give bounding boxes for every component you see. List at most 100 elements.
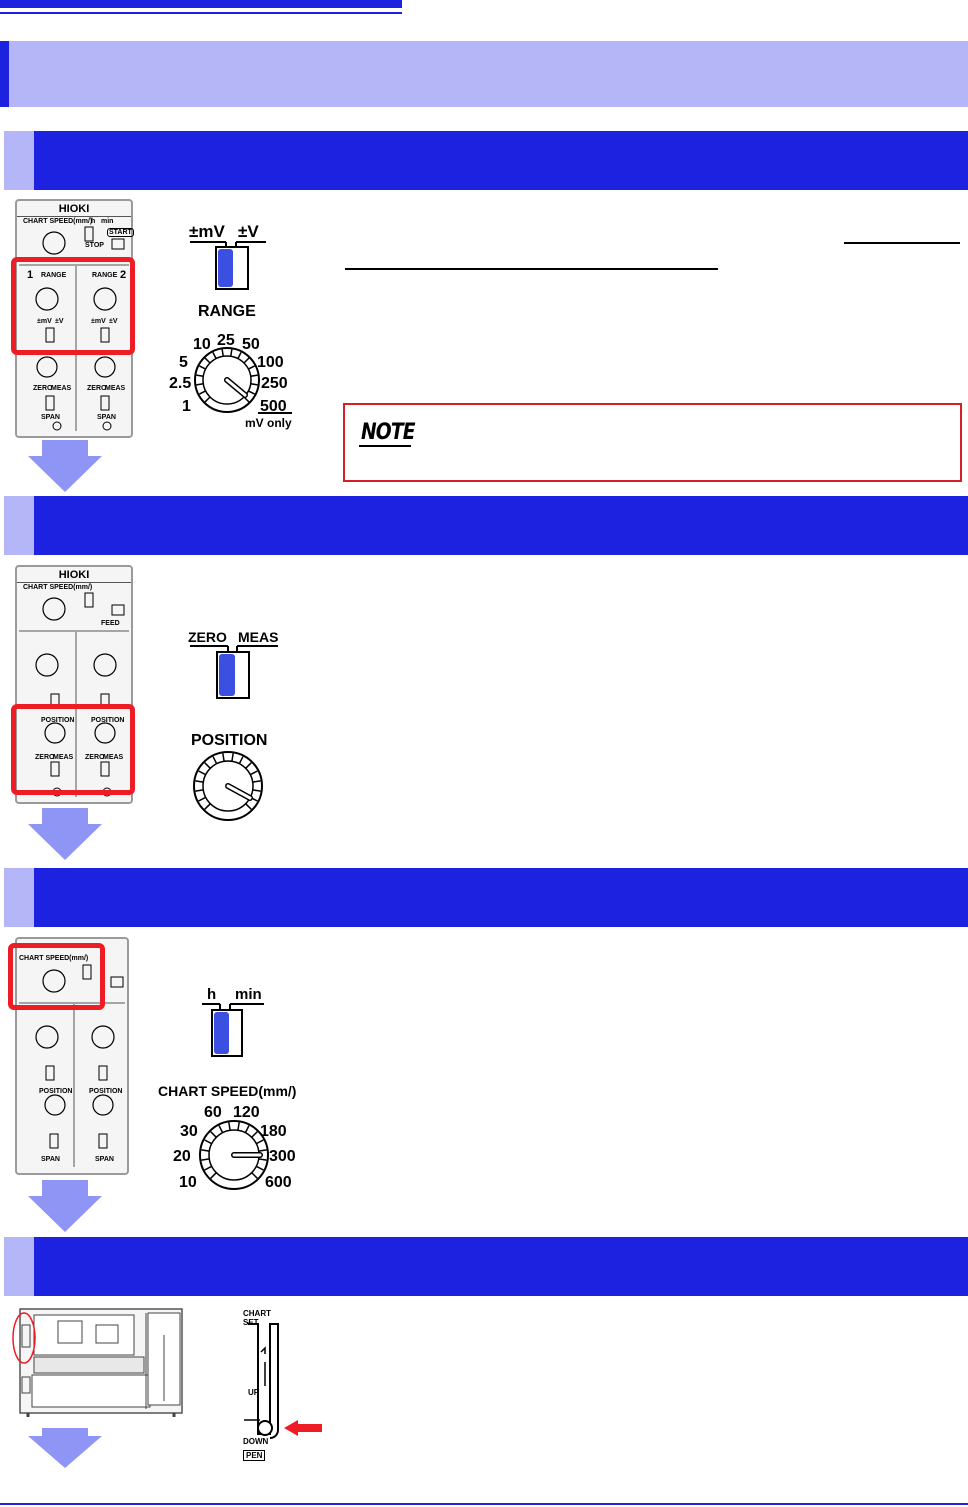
dial-tick (218, 1125, 224, 1134)
range-dial-title: RANGE (198, 303, 256, 320)
recorder-illustration (12, 1308, 183, 1417)
down-arrow-icon (28, 1428, 102, 1468)
dial-tick (245, 803, 252, 810)
dial-tick (248, 365, 255, 370)
dial-tick (255, 1139, 264, 1145)
chart-speed-dial-title: CHART SPEED(mm/) (158, 1083, 297, 1099)
svg-text:180: 180 (260, 1123, 287, 1140)
svg-text:300: 300 (269, 1148, 296, 1165)
svg-text:120: 120 (233, 1104, 260, 1121)
dial-tick (199, 390, 206, 395)
dial-tick (244, 1125, 250, 1134)
dial-tick (252, 789, 261, 792)
svg-text:20: 20 (173, 1148, 191, 1165)
panel-drawing (19, 226, 129, 431)
dial-tick (231, 753, 234, 762)
down-label: DOWN (243, 1437, 269, 1446)
zero-meas-slide-switch[interactable] (188, 644, 280, 700)
range-switch-right-label: ±V (238, 222, 259, 241)
text-underline (345, 268, 718, 270)
range-tick-label: 25 (217, 332, 235, 349)
hours-label: h (207, 986, 217, 1003)
range-tick-label: 2.5 (169, 375, 191, 392)
dial-tick (198, 770, 207, 776)
dial-tick (198, 796, 207, 802)
meas-label: MEAS (238, 629, 279, 645)
chart-speed-rotary-dial[interactable]: 60 120 30 180 20 300 10 600 (165, 1098, 310, 1196)
step-2-header (4, 496, 968, 555)
dial-tick (255, 1165, 264, 1171)
dial-tick (237, 1122, 240, 1131)
range-tick-label: 100 (257, 354, 284, 371)
dial-tick (210, 1172, 217, 1179)
chart-set-lever[interactable] (240, 1320, 330, 1440)
range-tick-label: 50 (242, 336, 260, 353)
minutes-label: min (235, 986, 262, 1003)
position-dial-title: POSITION (191, 732, 268, 749)
dial-tick (248, 390, 255, 395)
header-rule-thick (0, 0, 402, 8)
step-1-header (4, 131, 968, 190)
range-switch-left-label: ±mV (189, 222, 225, 241)
down-arrow-icon (28, 440, 102, 492)
dial-tick (221, 349, 224, 357)
up-label: UP (248, 1388, 260, 1397)
dial-tick (251, 1131, 258, 1138)
svg-text:30: 30 (180, 1123, 198, 1140)
front-panel-chart-speed: POSITION POSITION SPAN SPAN (15, 937, 129, 1175)
position-rotary-dial[interactable] (188, 748, 268, 824)
dial-tick (250, 374, 258, 377)
dial-tick (201, 1149, 210, 1152)
dial-tick (251, 1172, 258, 1179)
front-panel-position: HIOKI CHART SPEED(mm/) FEED POSITION POS… (15, 565, 133, 804)
svg-text:60: 60 (204, 1104, 222, 1121)
note-logo: NOTE (361, 420, 416, 445)
dial-tick (196, 383, 204, 386)
down-arrow-icon (28, 808, 102, 860)
panel-brand: HIOKI (17, 203, 131, 217)
dial-tick (204, 1165, 213, 1171)
dial-tick (204, 803, 211, 810)
dial-tick (237, 352, 242, 359)
zero-label: ZERO (188, 629, 227, 645)
range-highlight (11, 257, 135, 355)
dial-tick (249, 770, 258, 776)
chart-set-label: CHART SET (243, 1309, 271, 1327)
svg-text:600: 600 (265, 1174, 292, 1191)
h-min-slide-switch[interactable] (200, 1002, 266, 1058)
range-mv-only: mV only (245, 416, 292, 430)
range-tick-label: 250 (261, 375, 288, 392)
mv-v-slide-switch[interactable] (188, 238, 268, 292)
dial-tick (201, 1158, 210, 1161)
front-panel-range: HIOKI CHART SPEED(mm/) h min START STOP … (15, 199, 134, 438)
range-rotary-dial[interactable]: 10 25 50 5 100 2.5 250 1 500 (160, 325, 300, 435)
dial-tick (204, 396, 211, 403)
dial-tick (238, 756, 244, 765)
dial-tick (195, 780, 204, 783)
dial-tick (230, 349, 233, 357)
dial-tick (212, 352, 217, 359)
step-4-header (4, 1237, 968, 1296)
dial-tick (228, 1122, 231, 1131)
range-tick-label: 500 (260, 398, 287, 415)
dial-tick (252, 780, 261, 783)
dial-tick (199, 365, 206, 370)
range-tick-label: 5 (179, 354, 188, 371)
dial-tick (212, 756, 218, 765)
dial-tick (243, 357, 250, 364)
section-heading (0, 41, 968, 107)
dial-tick (222, 753, 225, 762)
note-box (343, 403, 962, 482)
range-tick-label: 10 (193, 336, 211, 353)
dial-tick (204, 762, 211, 769)
position-highlight (11, 704, 135, 795)
dial-tick (250, 383, 258, 386)
dial-tick (204, 357, 211, 364)
dial-tick (210, 1131, 217, 1138)
step-3-header (4, 868, 968, 927)
down-arrow-icon (28, 1180, 102, 1232)
range-tick-label: 1 (182, 398, 191, 415)
dial-tick (258, 1149, 267, 1152)
dial-tick (204, 1139, 213, 1145)
footer-rule (0, 1503, 968, 1505)
